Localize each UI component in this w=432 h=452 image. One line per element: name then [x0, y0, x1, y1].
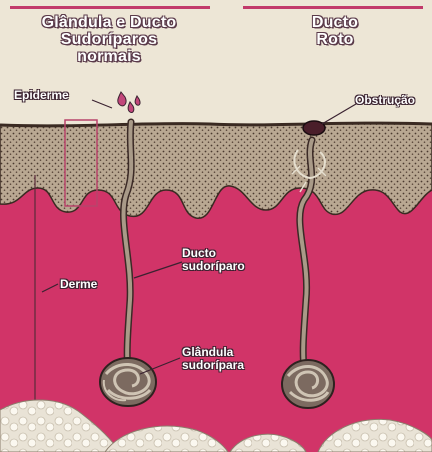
dermis-label: Derme — [60, 278, 97, 291]
ruptured-duct-title-line-1: Ducto — [270, 14, 400, 31]
sweat-duct-label: Ducto sudoríparo — [182, 247, 245, 273]
sweat-drop — [118, 92, 126, 106]
normal-gland-title-line-1: Glândula e Ducto — [14, 14, 204, 31]
sweat-gland-label: Glândula sudorípara — [182, 346, 244, 372]
obstruction-label: Obstrução — [355, 94, 415, 107]
right-header-rule — [243, 6, 423, 9]
ruptured-sweat-gland — [282, 360, 334, 408]
normal-gland-title-line-2: Sudoríparos — [14, 31, 204, 48]
normal-gland-title-line-3: normais — [14, 48, 204, 65]
ruptured-duct-title-line-2: Roto — [270, 31, 400, 48]
obstruction-plug — [303, 121, 325, 135]
sweat-duct-label-line-2: sudoríparo — [182, 260, 245, 273]
normal-gland-title: Glândula e Ducto Sudoríparos normais — [14, 14, 204, 65]
ruptured-duct-title: Ducto Roto — [270, 14, 400, 48]
epidermis-label: Epiderme — [14, 89, 69, 102]
left-header-rule — [10, 6, 210, 9]
sweat-gland-label-line-2: sudorípara — [182, 359, 244, 372]
normal-sweat-gland — [100, 358, 156, 406]
